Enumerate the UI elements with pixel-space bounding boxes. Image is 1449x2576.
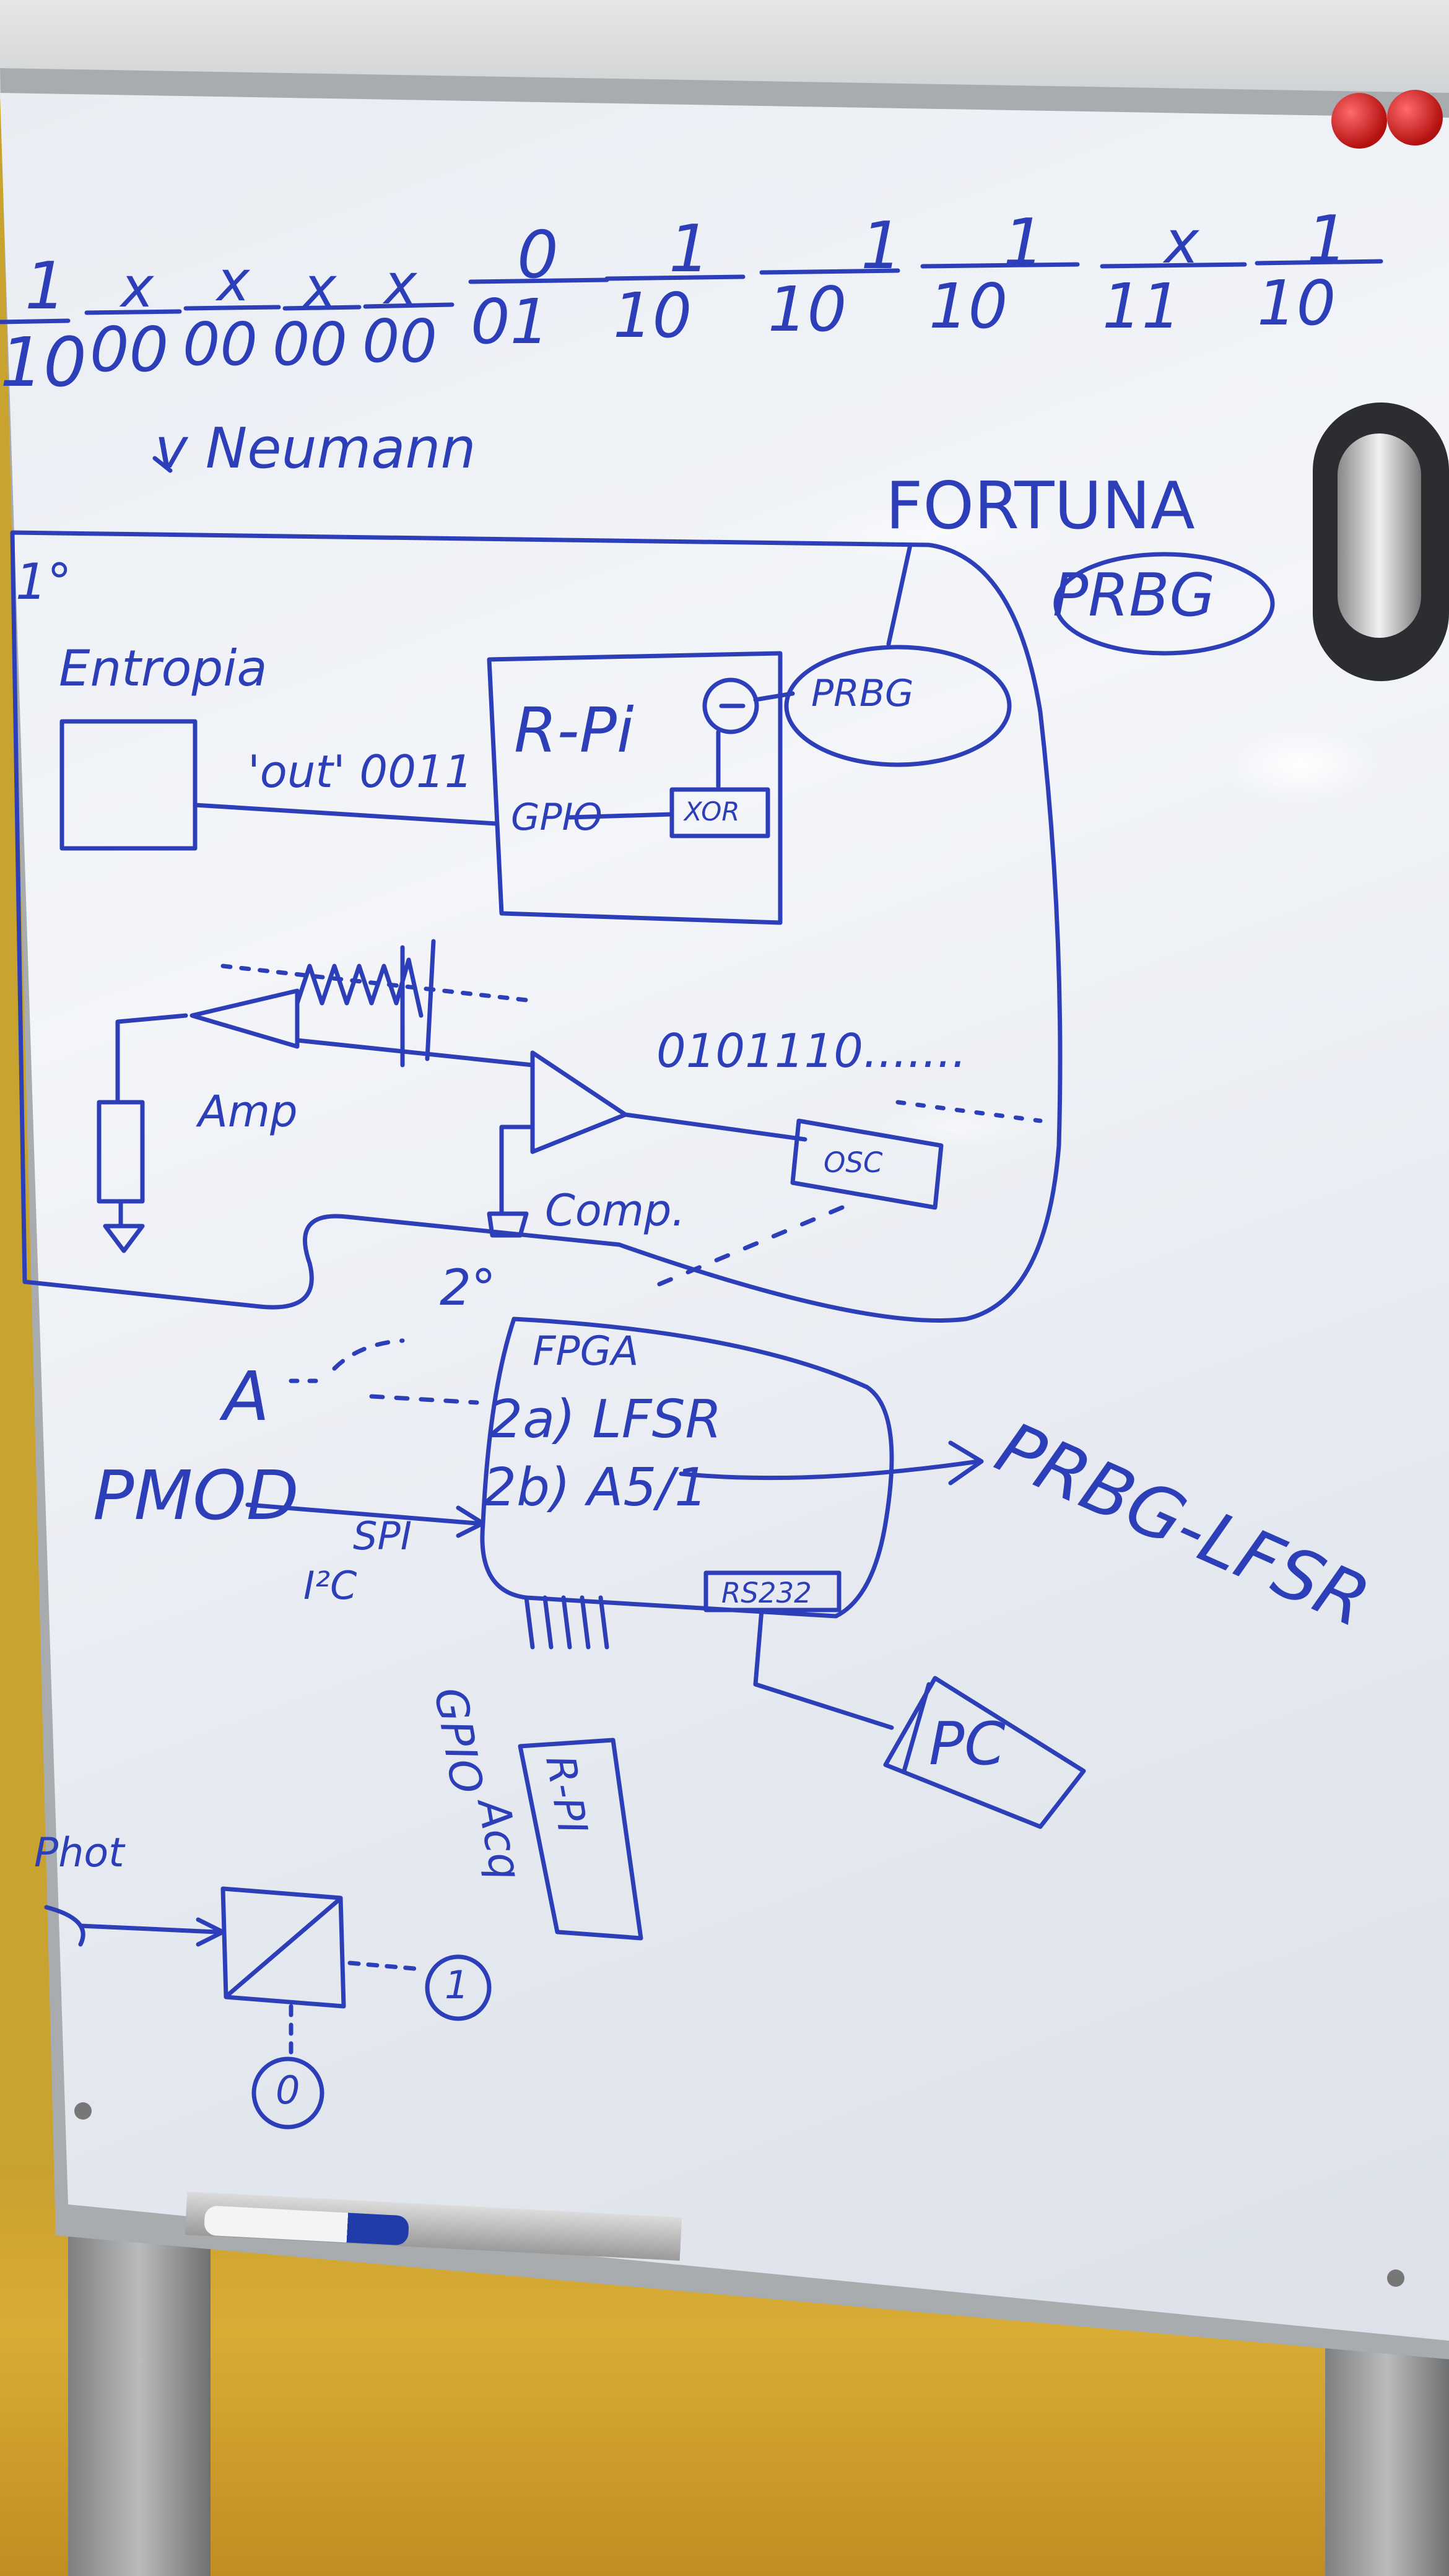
entropy-source-box <box>59 719 198 851</box>
light-glare <box>1220 724 1381 805</box>
red-magnet <box>1331 93 1387 149</box>
fraction-numerator: 1 <box>1307 202 1348 277</box>
prbg-ellipse <box>784 645 1012 767</box>
fraction-numerator: x <box>1164 209 1199 277</box>
eraser-grip <box>1338 433 1421 638</box>
i2c-label: I²C <box>303 1563 357 1608</box>
fraction-denominator: 10 <box>768 273 847 346</box>
fraction-denominator: 00 <box>90 313 169 386</box>
entropia-label: Entropia <box>59 640 268 697</box>
fraction-bars <box>0 259 1383 324</box>
acq-label: Acq <box>468 1795 532 1884</box>
out-bits-label: 'out' 0011 <box>248 746 473 798</box>
bit-stream-label: 0101110....... <box>656 1024 967 1078</box>
fraction-denominator: 10 <box>613 279 692 352</box>
photodetector-box <box>220 1886 346 2009</box>
red-magnet <box>1387 90 1443 146</box>
a51-label: 2b) A5/1 <box>483 1457 708 1518</box>
stage-two-label: 2° <box>440 1259 496 1316</box>
board-screw <box>74 2102 92 2120</box>
output-one-label: 1 <box>445 1962 469 2008</box>
osc-box <box>790 1118 944 1210</box>
pc-box <box>883 1676 1086 1829</box>
gpio-label: GPIO <box>511 796 603 839</box>
fraction-numerator: x <box>384 252 417 317</box>
comparator-label: Comp. <box>545 1185 685 1236</box>
comparator <box>530 1050 628 1154</box>
xor-label: XOR <box>684 796 740 827</box>
rs232-label: RS232 <box>721 1577 812 1609</box>
fraction-denominator: 10 <box>0 323 87 402</box>
fraction-denominator: 11 <box>1102 270 1181 342</box>
pc-label: PC <box>929 1710 1006 1778</box>
fraction-denominator: 01 <box>471 285 550 358</box>
heading-von-neumann: v Neumann <box>155 416 476 481</box>
fraction-numerator: 0 <box>517 217 559 293</box>
fraction-denominator: 00 <box>272 311 347 379</box>
fraction-numerator: x <box>121 255 154 320</box>
light-glare <box>774 495 1084 570</box>
stage-one-boundary <box>10 530 1063 1323</box>
fortuna-label: FORTUNA <box>886 468 1195 544</box>
whiteboard <box>0 93 1449 2341</box>
fraction-numerator: 1 <box>861 208 902 284</box>
prbg-block-label: PRBG <box>811 672 914 715</box>
pmod-label: PMOD <box>93 1456 299 1535</box>
amp-label: Amp <box>198 1086 298 1137</box>
phot-label: Phot <box>34 1830 124 1876</box>
fraction-numerator: 1 <box>1003 205 1045 281</box>
a-label: A <box>223 1357 270 1436</box>
fraction-numerator: x <box>303 255 337 320</box>
fpga-label: FPGA <box>533 1328 639 1375</box>
rpi-acq-box <box>518 1738 643 1941</box>
fraction-numerator: 1 <box>25 248 66 324</box>
stage-one-label: 1° <box>15 553 72 611</box>
lfsr-label: 2a) LFSR <box>489 1389 722 1450</box>
rpi-box <box>487 651 783 925</box>
fraction-denominator: 10 <box>929 270 1008 342</box>
fraction-numerator: x <box>217 249 250 314</box>
fortuna-ellipse <box>1053 552 1275 656</box>
rs232-box <box>703 1570 842 1612</box>
output-zero-label: 0 <box>276 2068 300 2113</box>
prbg-ellipse-label: PRBG <box>1053 562 1216 630</box>
rpi-label: R-Pi <box>514 694 634 767</box>
fraction-denominator: 10 <box>1257 267 1336 339</box>
fpga-box <box>480 1316 894 1619</box>
osc-label: OSC <box>824 1146 883 1179</box>
spi-label: SPI <box>353 1513 412 1559</box>
fraction-denominator: 00 <box>362 308 437 376</box>
fraction-numerator: 1 <box>669 211 710 287</box>
fraction-denominator: 00 <box>183 311 258 379</box>
board-screw <box>1387 2269 1404 2287</box>
